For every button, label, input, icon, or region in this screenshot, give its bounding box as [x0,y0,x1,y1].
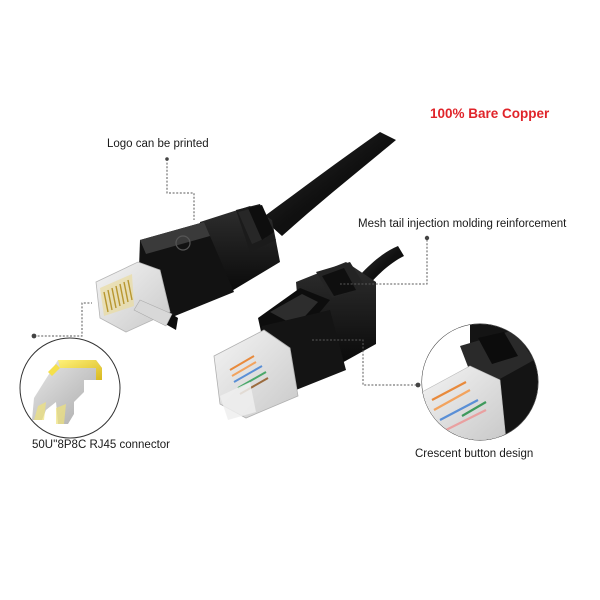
inset-gold-pin [19,337,121,439]
leader-dots [31,157,430,388]
callout-crescent-label: Crescent button design [415,448,534,460]
callout-connector-label: 50U''8P8C RJ45 connector [32,439,170,451]
leader-connector [34,302,92,337]
inset-crescent-button [421,323,539,441]
headline-bare-copper: 100% Bare Copper [430,106,550,121]
leader-logo [166,159,195,220]
leader-crescent [312,339,418,386]
second-plug [213,246,404,420]
callout-logo-label: Logo can be printed [107,138,209,150]
callout-mesh-tail-label: Mesh tail injection molding reinforcemen… [358,218,567,230]
logo-emblem-icon [175,235,191,251]
main-plug [95,132,396,333]
